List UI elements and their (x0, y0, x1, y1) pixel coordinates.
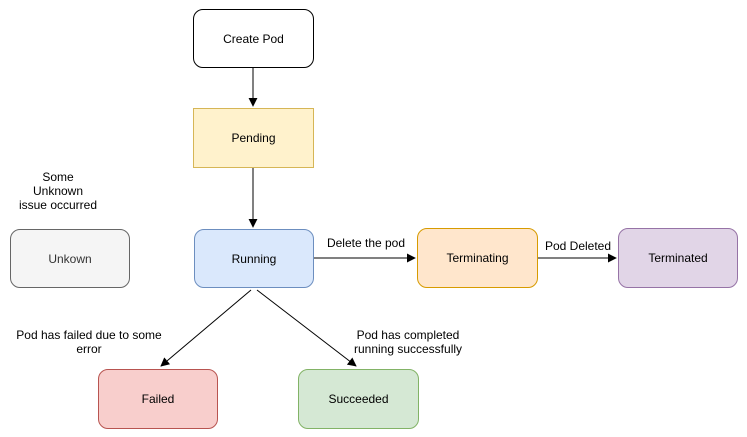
node-running: Running (194, 229, 314, 288)
annotation-unknown-issue: Some Unknown issue occurred (18, 170, 98, 212)
node-terminating-label: Terminating (446, 251, 509, 265)
edge-label-pod-deleted: Pod Deleted (544, 239, 612, 253)
annotation-succeeded-note: Pod has completed running successfully (353, 328, 463, 356)
node-create-pod-label: Create Pod (223, 31, 284, 46)
node-terminated: Terminated (618, 228, 738, 288)
node-pending: Pending (193, 108, 314, 168)
node-succeeded: Succeeded (298, 369, 419, 429)
edge-label-delete-the-pod: Delete the pod (326, 236, 406, 250)
node-succeeded-label: Succeeded (328, 392, 389, 406)
node-failed-label: Failed (141, 392, 175, 406)
node-unkown-label: Unkown (48, 251, 92, 266)
node-terminating: Terminating (417, 228, 538, 288)
node-failed: Failed (98, 369, 218, 429)
node-running-label: Running (231, 251, 277, 266)
node-create-pod: Create Pod (193, 9, 314, 68)
annotation-failed-note: Pod has failed due to some error (16, 328, 162, 356)
node-unkown: Unkown (10, 229, 130, 288)
edge-running-to-failed (160, 289, 252, 367)
node-pending-label: Pending (231, 131, 276, 145)
node-terminated-label: Terminated (648, 251, 708, 265)
